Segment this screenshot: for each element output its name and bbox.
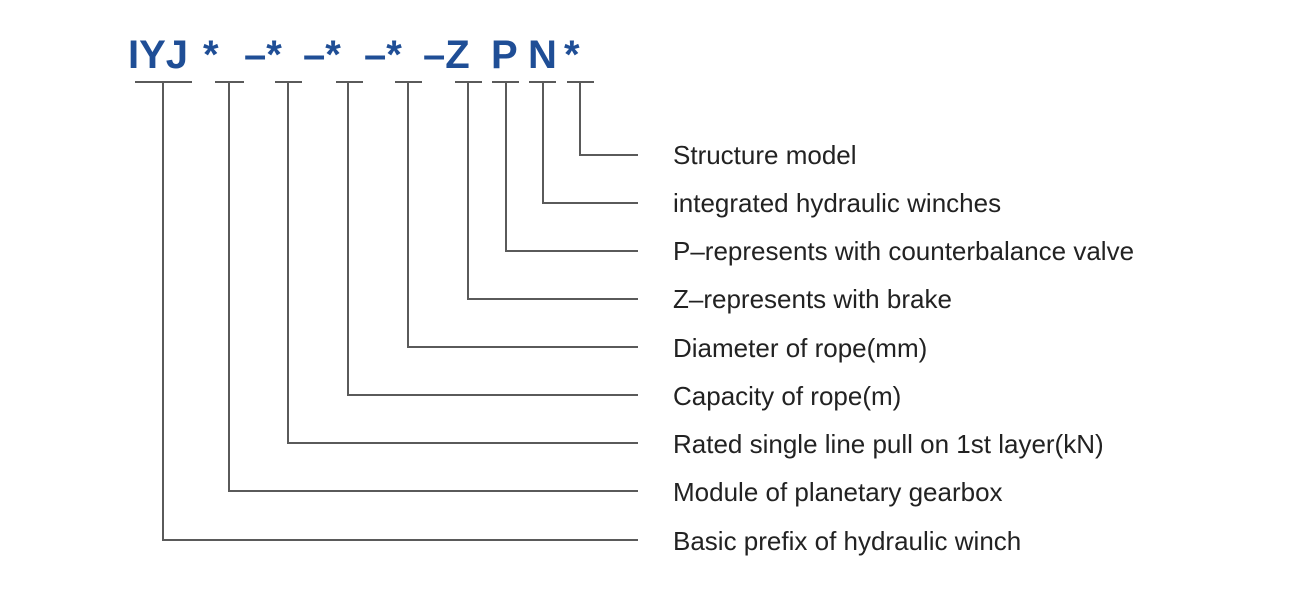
code-gearbox-module-star: * — [203, 33, 219, 77]
label-basic-prefix: Basic prefix of hydraulic winch — [673, 526, 1021, 556]
model-code: IYJ * –* –* –* –Z P N * — [128, 33, 580, 77]
description-labels: Structure model integrated hydraulic win… — [673, 140, 1134, 556]
leader-integrated — [542, 82, 638, 204]
label-rope-capacity: Capacity of rope(m) — [673, 381, 901, 411]
leader-brake — [467, 82, 638, 300]
code-prefix-iyj: IYJ — [128, 33, 188, 77]
leader-gearbox-module — [228, 82, 638, 492]
label-rope-diameter: Diameter of rope(mm) — [673, 333, 927, 363]
label-rated-single-line-pull: Rated single line pull on 1st layer(kN) — [673, 429, 1104, 459]
label-structure-model: Structure model — [673, 140, 857, 170]
leader-rope-diameter — [407, 82, 638, 348]
label-integrated-hydraulic-winches: integrated hydraulic winches — [673, 188, 1001, 218]
code-structure-star: * — [564, 33, 580, 77]
leader-rated-pull — [287, 82, 638, 444]
code-integrated-n: N — [528, 33, 557, 77]
leader-basic-prefix — [162, 82, 638, 541]
leader-lines — [162, 82, 638, 541]
code-rope-diameter-star: –* — [364, 33, 402, 77]
leader-counterbalance-valve — [505, 82, 638, 252]
leader-structure-model — [579, 82, 638, 156]
code-rated-pull-star: –* — [244, 33, 282, 77]
label-planetary-gearbox: Module of planetary gearbox — [673, 477, 1003, 507]
code-brake-z: –Z — [423, 33, 470, 77]
label-counterbalance-valve: P–represents with counterbalance valve — [673, 236, 1134, 266]
code-rope-capacity-star: –* — [303, 33, 341, 77]
code-valve-p: P — [491, 33, 518, 77]
label-brake: Z–represents with brake — [673, 284, 952, 314]
leader-rope-capacity — [347, 82, 638, 396]
